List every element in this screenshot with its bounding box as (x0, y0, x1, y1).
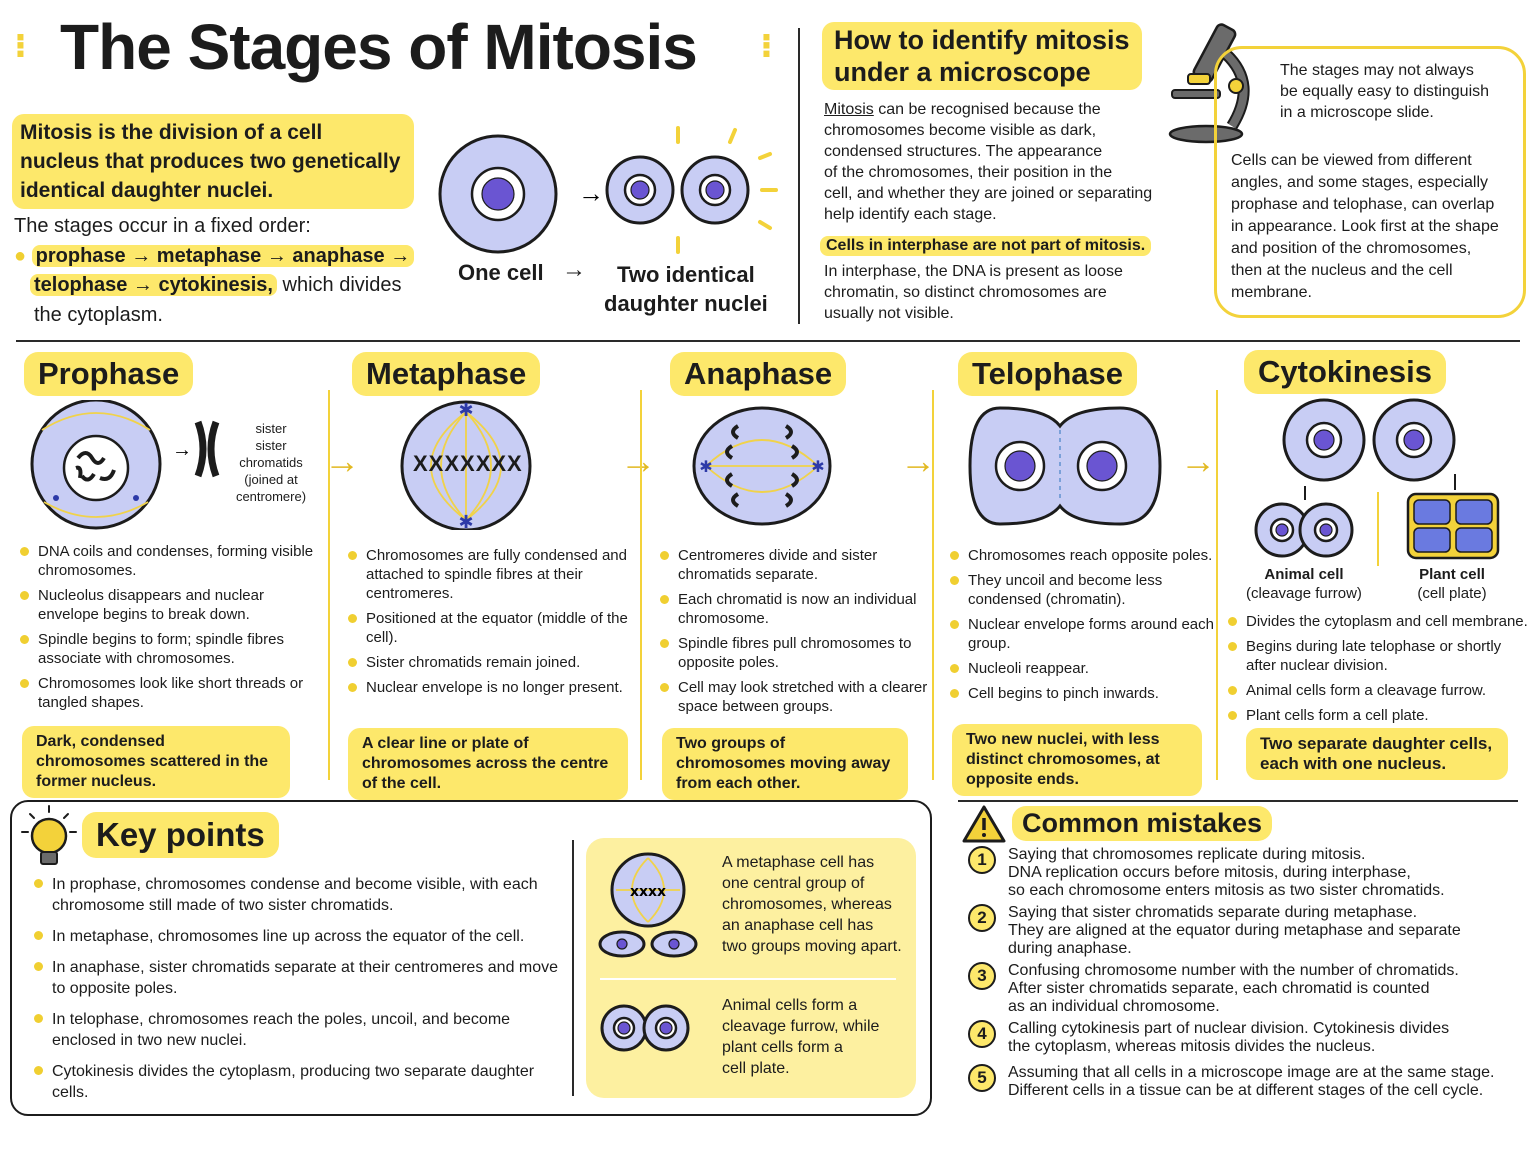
parent-chromatin (481, 177, 515, 211)
svg-text:✱: ✱ (458, 400, 473, 421)
divider (572, 840, 574, 1096)
metaphase-anaphase-comparison-icon: xxxx (598, 852, 698, 958)
plant-cell-label: Plant cell (cell plate) (1417, 566, 1487, 602)
cytokinesis-bullets: Divides the cytoplasm and cell membrane.… (1228, 612, 1528, 731)
sister-chromatid-icon: → (172, 420, 220, 478)
emphasis-rays (676, 126, 778, 254)
arrow-icon: → (620, 440, 656, 481)
mistake-item: 2 Saying that sister chromatids separate… (968, 904, 1518, 958)
note-body: Cells can be viewed from different angle… (1231, 152, 1499, 301)
divider (932, 390, 934, 780)
key-points-title: Key points (82, 812, 279, 858)
mistake-number: 4 (968, 1020, 996, 1048)
divider (600, 978, 896, 980)
order-line-2: telophase → cytokinesis, which divides (30, 271, 402, 300)
interphase-paragraph: In interphase, the DNA is present as loo… (824, 263, 1123, 322)
svg-text:→: → (172, 439, 192, 461)
cytokinesis-summary: Two separate daughter cells, each with o… (1246, 728, 1508, 780)
comparison-animal-plant: Animal cells form a cleavage furrow, whi… (722, 997, 880, 1077)
warning-icon (962, 805, 1006, 843)
divider (328, 390, 330, 780)
stage-title-anaphase: Anaphase (670, 352, 847, 396)
common-mistakes-title: Common mistakes (1012, 806, 1273, 841)
svg-text:✱: ✱ (699, 457, 712, 476)
metaphase-chromosome-row: XXXXXXX (413, 451, 523, 476)
prophase-bullets: DNA coils and condenses, forming visible… (20, 542, 320, 718)
cytokinesis-diagram (1254, 398, 1500, 566)
svg-text:✱: ✱ (458, 512, 473, 530)
divider (1216, 390, 1218, 780)
telophase-summary: Two new nuclei, with less distinct chrom… (952, 724, 1202, 796)
section-divider (958, 800, 1518, 802)
mistake-number: 1 (968, 846, 996, 874)
stage-title-telophase: Telophase (958, 352, 1138, 396)
arrow-icon: → (324, 440, 360, 481)
prophase-summary: Dark, condensed chromosomes scattered in… (22, 726, 290, 798)
one-cell-to-two-nuclei-diagram: → (438, 126, 778, 254)
microscope-note-box (1214, 46, 1526, 318)
section-divider (16, 340, 1520, 342)
divider (798, 28, 800, 324)
stage-title-prophase: Prophase (24, 352, 194, 396)
mistake-item: 4 Calling cytokinesis part of nuclear di… (968, 1020, 1518, 1056)
page-title: The Stages of Mitosis (60, 11, 698, 83)
prophase-cell-diagram (30, 400, 162, 530)
comparison-metaphase-anaphase: A metaphase cell has one central group o… (722, 854, 902, 955)
telophase-cell-diagram (968, 406, 1162, 526)
note-heading: The stages may not always be equally eas… (1280, 62, 1490, 121)
mistake-item: 3 Confusing chromosome number with the n… (968, 962, 1518, 1016)
mistakes-list: 1 Saying that chromosomes replicate duri… (968, 846, 1518, 1100)
cleavage-furrow-icon (600, 1004, 690, 1052)
mistake-item: 1 Saying that chromosomes replicate duri… (968, 846, 1518, 900)
lightbulb-icon (21, 805, 77, 865)
order-line-3: the cytoplasm. (34, 304, 163, 326)
stage-title-metaphase: Metaphase (352, 352, 541, 396)
anaphase-summary: Two groups of chromosomes moving away fr… (662, 728, 908, 800)
mistake-number: 5 (968, 1064, 996, 1092)
anaphase-cell-diagram: ✱ ✱ (692, 406, 832, 526)
mistake-number: 3 (968, 962, 996, 990)
svg-text:→: → (578, 178, 604, 208)
telophase-bullets: Chromosomes reach opposite poles. They u… (950, 546, 1220, 709)
interphase-highlight: Cells in interphase are not part of mito… (820, 236, 1152, 256)
order-line-1: ● prophase → metaphase → anaphase → (14, 242, 415, 271)
mistake-item: 5 Assuming that all cells in a microscop… (968, 1064, 1518, 1100)
microscope-paragraph: Mitosis can be recognised because the ch… (824, 101, 1153, 223)
svg-text:✱: ✱ (811, 457, 824, 476)
metaphase-cell-diagram: ✱ ✱ (400, 400, 532, 530)
svg-text:xxxx: xxxx (630, 884, 666, 900)
anaphase-bullets: Centromeres divide and sister chromatids… (660, 546, 930, 722)
sparkle-icon: ⁝ (760, 27, 773, 65)
one-cell-label: One cell (458, 260, 544, 285)
stage-title-cytokinesis: Cytokinesis (1244, 350, 1447, 394)
key-points-box (10, 800, 932, 1116)
key-points-list: In prophase, chromosomes condense and be… (34, 874, 564, 1109)
animal-cell-label: Animal cell (cleavage furrow) (1246, 566, 1362, 602)
chromatid-label: sister sister chromatids (joined at cent… (235, 421, 307, 504)
mitosis-definition: Mitosis is the division of a cell nucleu… (12, 114, 414, 209)
metaphase-bullets: Chromosomes are fully condensed and atta… (348, 546, 638, 703)
mistake-number: 2 (968, 904, 996, 932)
arrow-icon: → (562, 256, 586, 283)
divider (640, 390, 642, 780)
sparkle-icon: ⁝ (14, 27, 27, 65)
metaphase-summary: A clear line or plate of chromosomes acr… (348, 728, 628, 800)
order-intro: The stages occur in a fixed order: (14, 215, 311, 237)
arrow-icon: → (1180, 440, 1216, 481)
arrow-icon: → (900, 440, 936, 481)
